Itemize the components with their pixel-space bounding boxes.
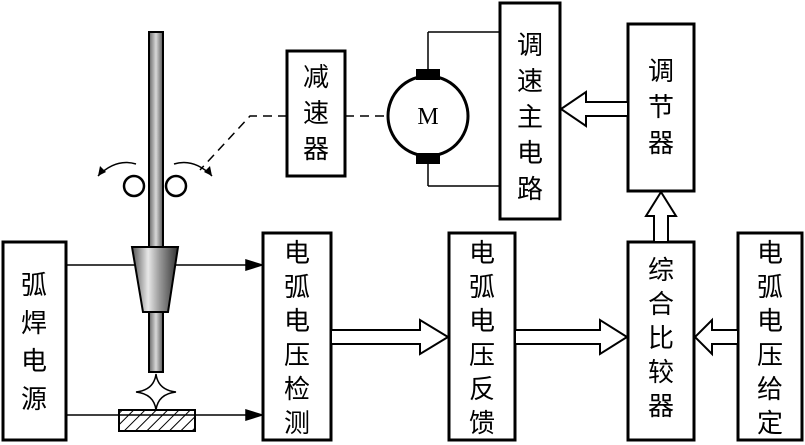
arc-voltage-detect-block: 电弧电压检测	[261, 231, 333, 442]
arc-voltage-setpoint-block: 电弧电压给定	[736, 231, 804, 442]
welding-wire-upper	[148, 31, 164, 249]
arc-power-source-label: 弧焊电源	[21, 271, 47, 415]
arrow-feedback-to-comparator	[514, 318, 629, 356]
feed-roller-left	[122, 174, 146, 198]
arc-voltage-setpoint-label: 电弧电压给定	[757, 239, 783, 439]
motor-label: M	[417, 104, 438, 130]
motor: M	[386, 31, 500, 187]
signal-arrows	[330, 90, 739, 357]
speed-control-circuit-block: 调速主电路	[498, 1, 562, 221]
workpiece	[118, 409, 196, 432]
arrow-detect-to-feedback	[330, 318, 450, 356]
mechanical-linkage	[199, 115, 388, 171]
reducer-label: 减速器	[303, 63, 329, 165]
comparator-block: 综合比较器	[626, 240, 696, 442]
arc-power-source-block: 弧焊电源	[1, 240, 68, 442]
contact-nozzle	[130, 246, 180, 313]
arc-voltage-feedback-block: 电弧电压反馈	[447, 231, 517, 442]
motor-brush-top	[416, 69, 440, 80]
speed-control-circuit-label: 调速主电路	[517, 31, 543, 205]
reducer-to-roller-dashed	[199, 115, 287, 171]
motor-brush-bottom	[416, 153, 440, 164]
arrow-comparator-to-regulator	[644, 190, 678, 243]
upper-measure-arrowhead	[245, 258, 265, 272]
arc-voltage-detect-label: 电弧电压检测	[284, 239, 310, 439]
arrow-regulator-to-speed-control	[559, 90, 629, 128]
reducer-block: 减速器	[285, 49, 347, 178]
arrow-setpoint-to-comparator	[693, 317, 739, 357]
rotation-arrowhead-right	[204, 166, 212, 176]
rotation-arrowhead-left	[98, 166, 106, 176]
welding-arc-spark	[135, 373, 177, 411]
rotation-arc-left	[97, 161, 137, 177]
feed-roller-right	[164, 174, 188, 198]
welding-wire-lower	[148, 311, 164, 373]
welding-torch	[97, 31, 213, 432]
rotation-arc-right	[173, 161, 213, 177]
regulator-block: 调节器	[626, 22, 696, 193]
arc-voltage-feedback-label: 电弧电压反馈	[469, 239, 495, 439]
regulator-label: 调节器	[648, 57, 674, 159]
lower-measure-arrowhead	[245, 408, 265, 422]
comparator-label: 综合比较器	[648, 256, 674, 422]
